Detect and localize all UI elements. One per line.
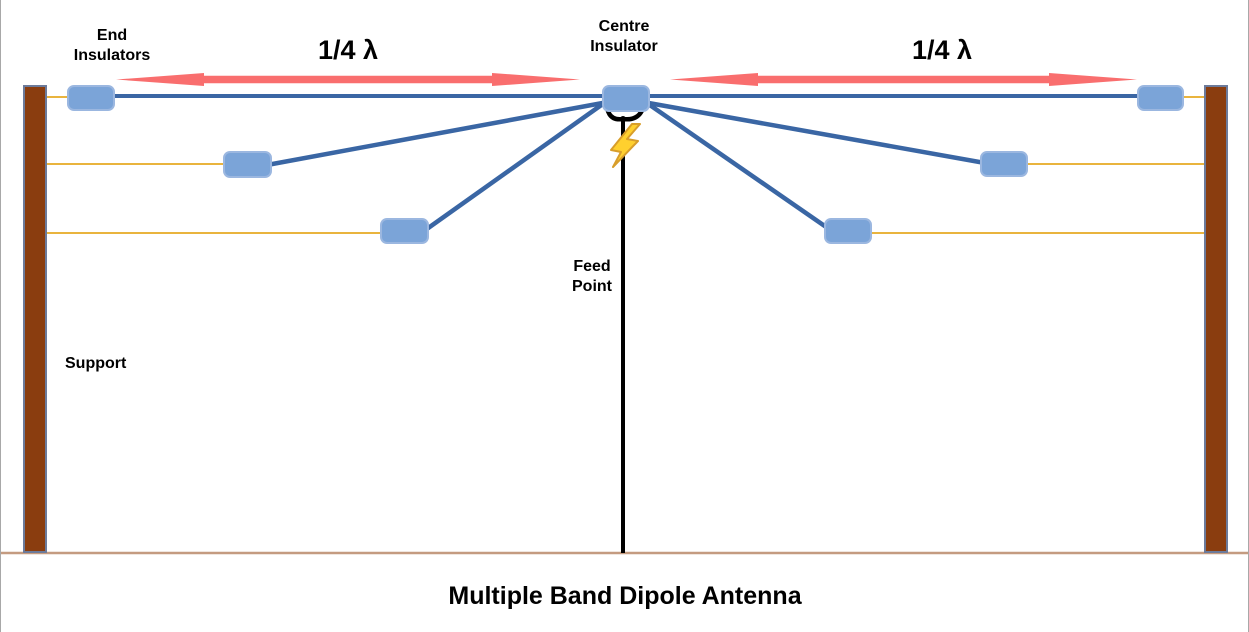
quarter-wave-arrow-left <box>116 73 580 86</box>
dipole-wire-low-right <box>641 98 832 232</box>
quarter-wave-arrow-right <box>670 73 1137 86</box>
mid-insulator-left <box>223 151 272 178</box>
feed-point-label: Feed Point <box>572 258 612 295</box>
low-insulator-right <box>824 218 872 244</box>
quarter-wave-label-left: 1/4 λ <box>317 35 379 65</box>
dipole-wire-mid-left <box>264 99 611 168</box>
quarter-wave-label-right: 1/4 λ <box>911 35 973 65</box>
mid-insulator-right <box>980 151 1028 177</box>
support-label: Support <box>65 355 127 372</box>
end-insulator-right <box>1137 85 1184 111</box>
lightning-bolt-icon <box>610 123 641 168</box>
end-insulator-left <box>67 85 115 111</box>
dipole-wire-low-left <box>421 98 610 234</box>
support-post-right <box>1204 85 1228 553</box>
low-insulator-left <box>380 218 429 244</box>
end-insulators-label: End Insulators <box>73 27 151 64</box>
dipole-wire-mid-right <box>640 99 988 166</box>
centre-insulator <box>602 85 650 112</box>
centre-insulator-label: Centre Insulator <box>590 18 658 55</box>
diagram-title: Multiple Band Dipole Antenna <box>448 582 802 610</box>
support-post-left <box>23 85 47 553</box>
